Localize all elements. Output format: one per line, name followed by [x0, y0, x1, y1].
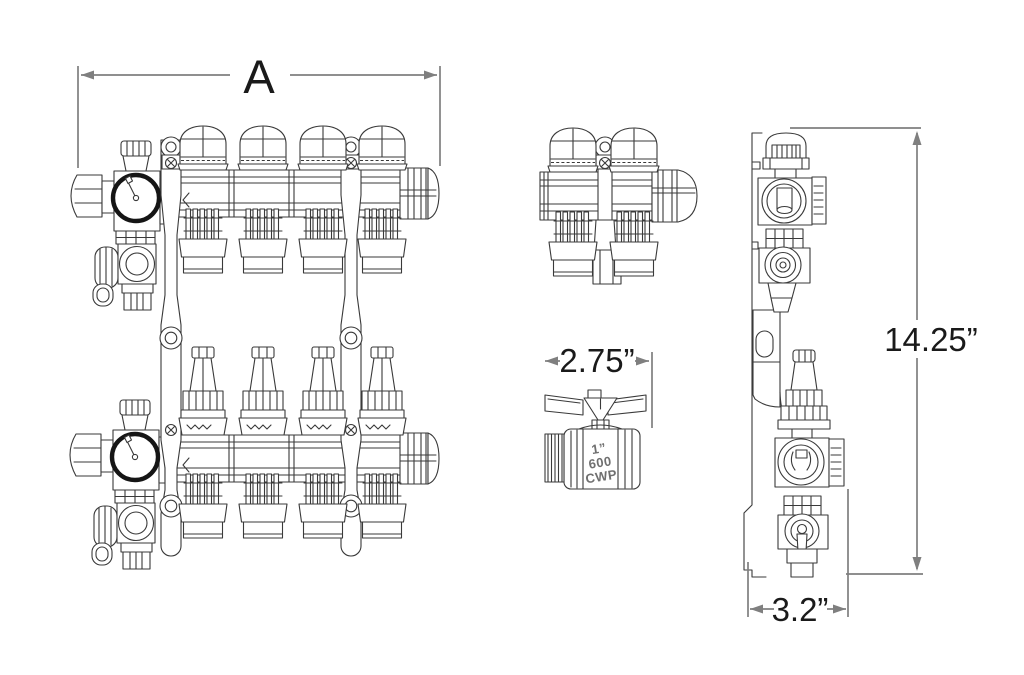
pex-connector: [178, 473, 228, 539]
pex-connector: [357, 208, 407, 274]
rail-screw: [164, 423, 178, 437]
flow-meter-sight-glass: [777, 438, 825, 486]
valve-size-text: 1”: [590, 440, 607, 457]
flow-meter-cap: [547, 127, 599, 173]
dimension-overall-height: 14.25”: [790, 127, 978, 575]
supply-end-assembly: [71, 141, 171, 310]
valve-markings: 1” 600 CWP: [584, 440, 618, 487]
pex-connector: [548, 211, 598, 277]
return-end-assembly: [70, 400, 170, 569]
dimension-overall-depth: 3.2”: [747, 489, 849, 628]
pex-connector: [609, 211, 659, 277]
dimension-overall-width: A: [77, 50, 441, 168]
pex-connector: [178, 208, 228, 274]
pex-connector: [298, 473, 348, 539]
dim-label-14-25: 14.25”: [884, 321, 978, 358]
pex-connector: [238, 208, 288, 274]
manifold-end-cap: [427, 432, 440, 485]
rail-screw: [344, 423, 358, 437]
side-supply-assembly: [757, 132, 827, 313]
side-profile-view: [743, 132, 845, 578]
flow-meter-cap: [237, 125, 289, 171]
dimension-valve-width: 2.75”: [545, 342, 653, 428]
balancing-valve: [238, 346, 288, 436]
dim-label-3-2: 3.2”: [772, 591, 829, 628]
pex-connector: [357, 473, 407, 539]
dim-label-2-75: 2.75”: [559, 342, 634, 379]
rear-section-view: [539, 127, 698, 285]
flow-meter-cap: [608, 127, 660, 173]
balancing-valve: [178, 346, 228, 436]
front-view: [70, 125, 440, 569]
balancing-valve: [298, 346, 348, 436]
mount-plate: [752, 309, 781, 408]
flow-meter-cap: [297, 125, 349, 171]
valve-rating-text: 600: [587, 453, 612, 471]
dim-label-a: A: [243, 50, 275, 103]
balancing-valve: [357, 346, 407, 436]
mounting-rail-left: [159, 139, 183, 557]
side-return-assembly: [774, 349, 845, 578]
wall-bracket: [743, 132, 767, 578]
ball-valve-view: 1” 600 CWP: [544, 389, 647, 490]
mounting-rail-right: [339, 139, 363, 557]
valve-handle-wing: [544, 394, 584, 416]
valve-rating-type-text: CWP: [584, 467, 618, 487]
manifold-end-cap: [427, 167, 440, 220]
flow-meter-cap: [356, 125, 408, 171]
pex-connector: [298, 208, 348, 274]
flow-meter-cap: [177, 125, 229, 171]
pex-connector: [238, 473, 288, 539]
manifold-end-cap: [651, 169, 698, 223]
